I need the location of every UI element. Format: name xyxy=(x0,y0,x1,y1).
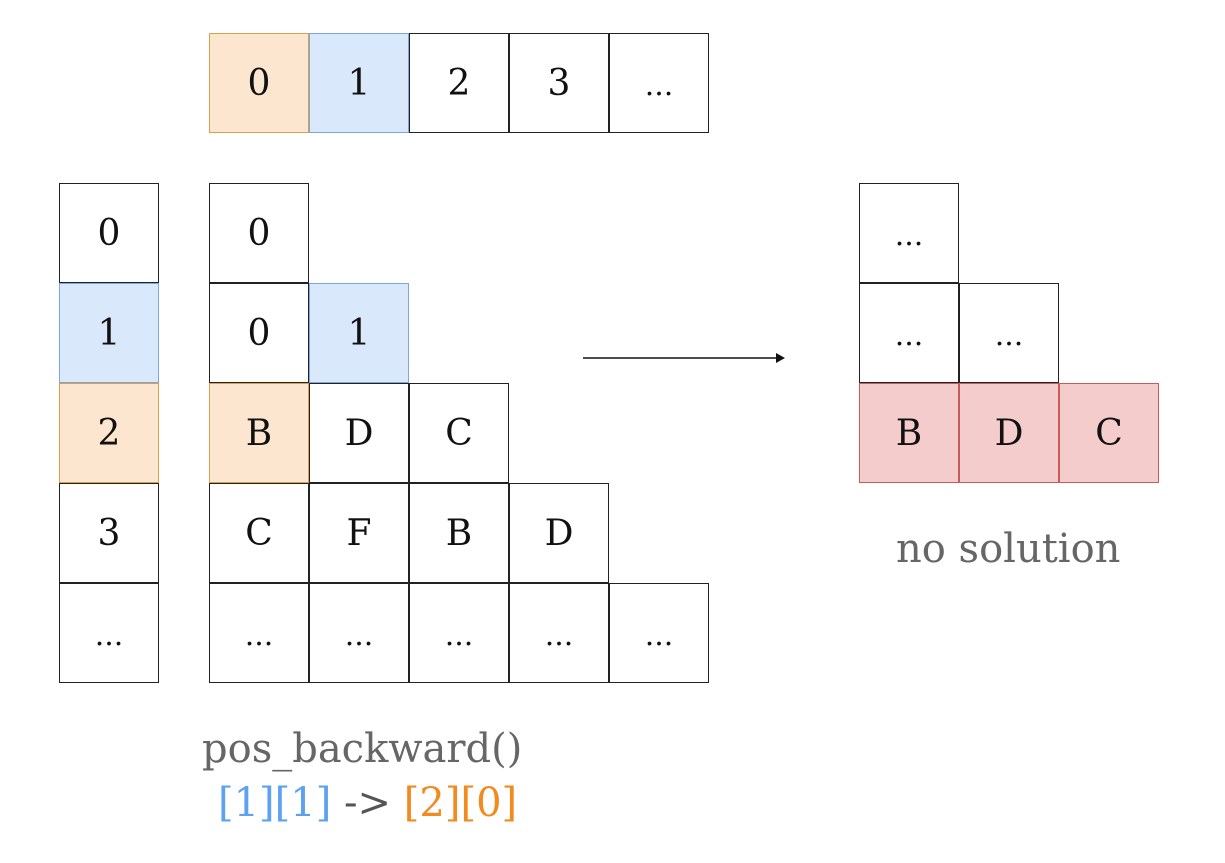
result-cell-2-1: D xyxy=(959,383,1059,483)
grid-cell-4-0: ... xyxy=(209,583,309,683)
grid-cell-3-3: D xyxy=(509,483,609,583)
grid-cell-4-1: ... xyxy=(309,583,409,683)
result-caption: no solution xyxy=(896,526,1121,572)
function-caption: pos_backward() xyxy=(202,726,523,772)
grid-cell-3-1: F xyxy=(309,483,409,583)
arrow-icon xyxy=(583,353,785,363)
result-cell-0-0: ... xyxy=(859,183,959,283)
left-index-cell-ellipsis: ... xyxy=(59,583,159,683)
grid-cell-0-0: 0 xyxy=(209,183,309,283)
top-index-cell-1: 1 xyxy=(309,33,409,133)
result-cell-1-0: ... xyxy=(859,283,959,383)
left-index-cell-0: 0 xyxy=(59,183,159,283)
grid-cell-4-3: ... xyxy=(509,583,609,683)
grid-cell-2-2: C xyxy=(409,383,509,483)
grid-cell-4-2: ... xyxy=(409,583,509,683)
left-index-cell-1: 1 xyxy=(59,283,159,383)
grid-cell-1-1: 1 xyxy=(309,283,409,383)
left-index-cell-3: 3 xyxy=(59,483,159,583)
top-index-cell-2: 2 xyxy=(409,33,509,133)
top-index-cell-3: 3 xyxy=(509,33,609,133)
result-cell-1-1: ... xyxy=(959,283,1059,383)
transition-from: [1][1] xyxy=(218,780,332,826)
transition-arrow: -> xyxy=(331,780,404,826)
grid-cell-4-4: ... xyxy=(609,583,709,683)
result-cell-2-0: B xyxy=(859,383,959,483)
top-index-cell-ellipsis: ... xyxy=(609,33,709,133)
grid-cell-3-0: C xyxy=(209,483,309,583)
grid-cell-2-0: B xyxy=(209,383,309,483)
grid-cell-2-1: D xyxy=(309,383,409,483)
transition-caption: [1][1] -> [2][0] xyxy=(218,780,517,826)
grid-cell-1-0: 0 xyxy=(209,283,309,383)
result-cell-2-2: C xyxy=(1059,383,1159,483)
top-index-cell-0: 0 xyxy=(209,33,309,133)
left-index-cell-2: 2 xyxy=(59,383,159,483)
grid-cell-3-2: B xyxy=(409,483,509,583)
transition-to: [2][0] xyxy=(403,780,518,826)
